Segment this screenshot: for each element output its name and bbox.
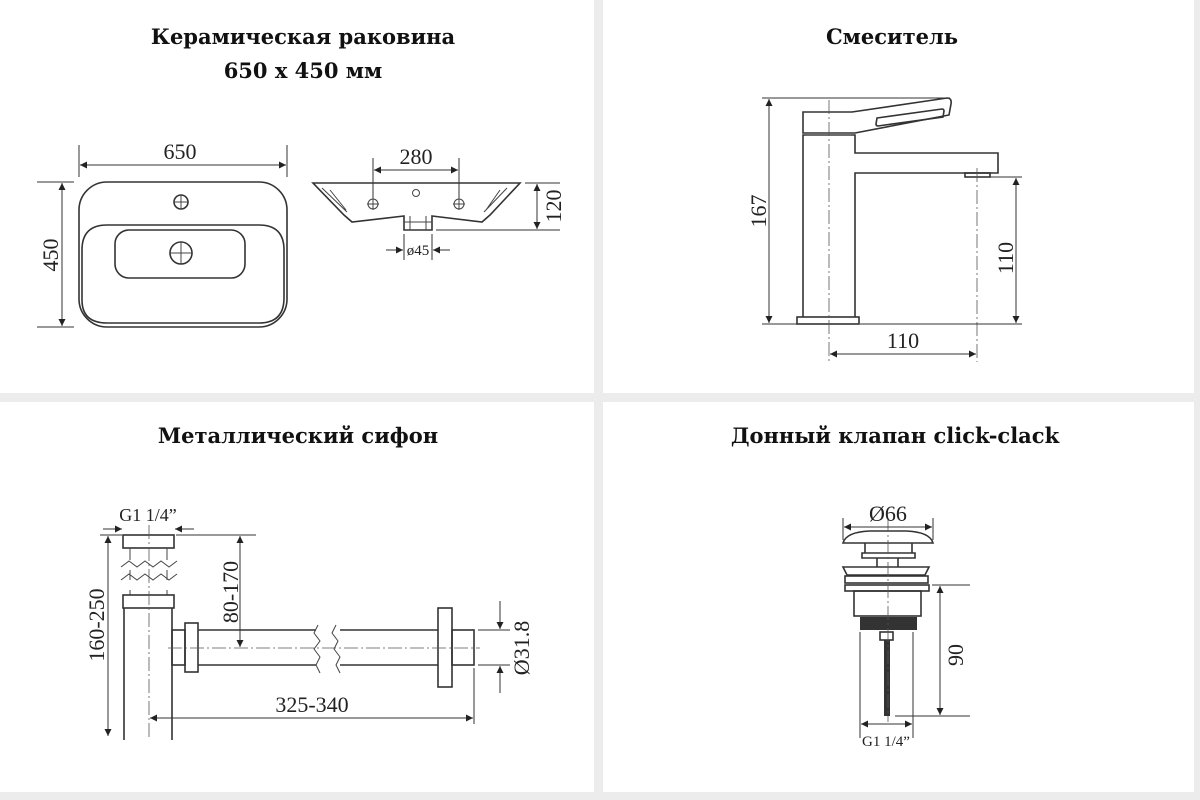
siphon-drawing: G1 1/4” 80-170 160-250 325-340 Ø31.8 — [84, 505, 534, 740]
siphon-height-label: 160-250 — [84, 588, 109, 661]
siphon-title: Металлический сифон — [158, 423, 438, 448]
sink-side-view: 280 120 ø45 — [311, 144, 566, 260]
siphon-adjust-label: 80-170 — [218, 561, 243, 623]
valve-title: Донный клапан click-clack — [731, 423, 1060, 448]
faucet-height-label: 167 — [746, 195, 771, 228]
sink-height-label: 120 — [541, 190, 566, 223]
faucet-spout-height-label: 110 — [993, 242, 1018, 274]
drain-hole-icon — [169, 241, 193, 265]
valve-diameter-label: Ø66 — [869, 501, 907, 526]
mount-hole-icon — [367, 198, 379, 210]
sink-depth-label: 450 — [38, 239, 63, 272]
mount-hole-icon — [453, 198, 465, 210]
siphon-diameter-label: Ø31.8 — [509, 621, 534, 675]
sink-subtitle: 650 x 450 мм — [224, 58, 383, 83]
faucet-reach-label: 110 — [887, 328, 919, 353]
sink-top-view: 650 450 — [37, 139, 288, 328]
sink-drain-label: ø45 — [407, 243, 430, 259]
faucet-title: Смеситель — [826, 24, 958, 49]
valve-drawing: Ø66 90 G1 1/4” — [841, 501, 970, 750]
sink-panel: Керамическая раковина 650 x 450 мм 650 4… — [37, 24, 566, 328]
siphon-panel: Металлический сифон G1 1/4” 80-170 160-2… — [84, 423, 534, 740]
siphon-thread-label: G1 1/4” — [119, 505, 177, 525]
faucet-hole-icon — [173, 194, 189, 210]
valve-height-label: 90 — [943, 644, 968, 666]
sink-holes-label: 280 — [400, 144, 433, 169]
sink-width-label: 650 — [164, 139, 197, 164]
valve-thread-label: G1 1/4” — [862, 734, 910, 750]
faucet-drawing: 167 110 110 — [746, 97, 1022, 362]
valve-panel: Донный клапан click-clack Ø66 90 G1 1/4” — [731, 423, 1060, 750]
sink-title: Керамическая раковина — [151, 24, 456, 49]
siphon-length-label: 325-340 — [275, 692, 348, 717]
faucet-panel: Смеситель 167 110 110 — [746, 24, 1022, 362]
